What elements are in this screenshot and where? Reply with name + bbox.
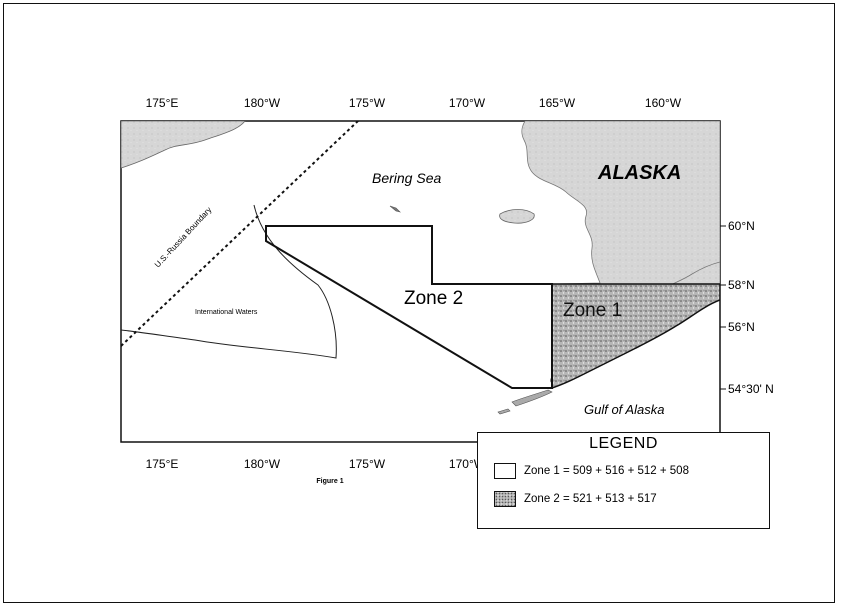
legend-swatch-stipple [494, 491, 516, 507]
bottom-longitude-ticks: 175°E 180°W 175°W 170°W [146, 457, 486, 471]
longitude-tick-label: 180°W [244, 457, 281, 471]
legend-label: Zone 1 = 509 + 516 + 512 + 508 [524, 465, 689, 477]
longitude-tick-label: 170°W [449, 457, 486, 471]
legend-swatch-plain [494, 463, 516, 479]
longitude-tick-label: 165°W [539, 96, 576, 110]
legend-title: LEGEND [589, 435, 658, 452]
top-longitude-ticks: 175°E 180°W 175°W 170°W 165°W 160°W [146, 96, 682, 110]
international-waters-label: International Waters [195, 309, 258, 316]
right-latitude-ticks: 60°N 58°N 56°N 54°30' N [720, 219, 774, 396]
legend: LEGEND Zone 1 = 509 + 516 + 512 + 508 Zo… [477, 432, 770, 529]
legend-item-zone-2: Zone 2 = 521 + 513 + 517 [494, 491, 657, 507]
nunivak-island [499, 209, 535, 224]
zone-1-label: Zone 1 [563, 300, 622, 321]
latitude-tick-label: 54°30' N [728, 382, 774, 396]
legend-label: Zone 2 = 521 + 513 + 517 [524, 493, 657, 505]
bering-sea-label: Bering Sea [372, 170, 441, 186]
latitude-tick-label: 58°N [728, 278, 755, 292]
us-russia-boundary-line [121, 121, 359, 347]
alaska-label: ALASKA [597, 162, 681, 184]
gulf-of-alaska-label: Gulf of Alaska [584, 402, 664, 417]
legend-item-zone-1: Zone 1 = 509 + 516 + 512 + 508 [494, 463, 689, 479]
st-matthew-island [389, 205, 401, 213]
longitude-tick-label: 175°E [146, 96, 179, 110]
longitude-tick-label: 170°W [449, 96, 486, 110]
latitude-tick-label: 56°N [728, 320, 755, 334]
zone-2-boundary [265, 225, 553, 389]
longitude-tick-label: 180°W [244, 96, 281, 110]
international-waters-boundary [121, 204, 337, 359]
longitude-tick-label: 175°W [349, 96, 386, 110]
zone-2-label: Zone 2 [404, 288, 463, 309]
page-frame [3, 3, 835, 603]
latitude-tick-label: 60°N [728, 219, 755, 233]
figure-caption: Figure 1 [316, 478, 344, 485]
longitude-tick-label: 175°E [146, 457, 179, 471]
zone-1-area [551, 283, 720, 390]
russia-landmass [121, 121, 246, 169]
longitude-tick-label: 160°W [645, 96, 682, 110]
aleutian-islands [497, 389, 553, 415]
longitude-tick-label: 175°W [349, 457, 386, 471]
